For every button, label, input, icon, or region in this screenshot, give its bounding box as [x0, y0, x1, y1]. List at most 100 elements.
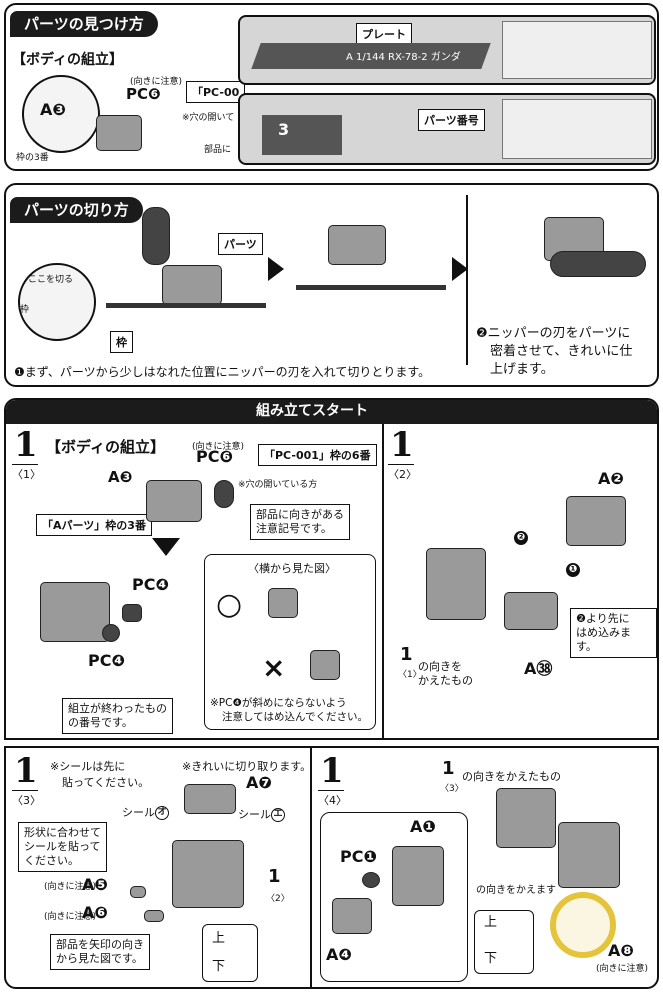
step-1-1-body-main	[40, 582, 110, 642]
shape-line-b: シールを貼って	[24, 840, 101, 853]
step-1-2-sub: 〈2〉	[388, 464, 417, 482]
sprue-number	[262, 115, 342, 155]
seal-first-a: ※シールは先に	[50, 760, 126, 773]
step-1-2-marker-1: ❶	[566, 562, 580, 577]
step-1-1-pc6: PC❻	[196, 447, 234, 466]
step-1-4-pc1: PC❶	[340, 847, 378, 866]
a6-note: (向きに注意)	[44, 912, 97, 922]
sprue-thumb-bottom	[502, 99, 652, 159]
section-title-find-parts: パーツの見つけ方	[10, 11, 158, 37]
side-view-ng-part	[310, 650, 340, 680]
body-assembly-label: 【ボディの組立】	[12, 52, 124, 68]
part-on-sprue-a	[162, 265, 222, 305]
caution-line-a: 部品に向きがある	[256, 508, 344, 521]
frame3-label: 枠の3番	[16, 153, 49, 163]
pc1-part	[362, 872, 380, 888]
a8-note: (向きに注意)	[596, 964, 649, 974]
nipper-finish	[550, 251, 646, 277]
step-1-3-a7: A❼	[246, 773, 272, 792]
ref-step-sub: 〈2〉	[266, 894, 290, 904]
seal-e-label: シールエ	[238, 808, 285, 822]
pc4-part-b	[102, 624, 120, 642]
buhin-note: 部品に	[204, 145, 232, 155]
side-view-title: 〈横から見た図〉	[248, 562, 336, 575]
caution-line-b: 注意記号です。	[256, 522, 332, 535]
step-1-2-a38: A㊳	[524, 659, 553, 678]
step-1-4-part-a1	[392, 846, 444, 906]
step-1-1-down-arrow	[152, 538, 180, 556]
step-1-3-body	[172, 840, 244, 908]
step-1-2-a2: A❷	[598, 469, 624, 488]
side-view-warning-a: ※PC❹が斜めにならないよう	[210, 697, 347, 709]
cut-step-2c: 上げます。	[490, 362, 554, 377]
step-1-4-part-a4	[332, 898, 372, 934]
view-line-a: 部品を矢印の向き	[56, 938, 144, 951]
shape-line-a: 形状に合わせて	[24, 826, 101, 839]
sprue-label-a: 枠	[20, 305, 30, 315]
cut-step-2b: 密着させて、きれいに仕	[490, 344, 633, 359]
step-1-1-hole-note: ※穴の開いている方	[238, 480, 318, 490]
body-part-thumb	[96, 115, 142, 151]
step-1-1-caution: 部品に向きがある 注意記号です。	[250, 504, 350, 540]
shape-line-c: ください。	[24, 854, 79, 867]
ref-step-num: 1	[268, 866, 281, 887]
ng-mark: ×	[262, 651, 286, 684]
cut-step-1: ❶まず、パーツから少しはなれた位置にニッパーの刃を入れて切りとります。	[14, 365, 431, 379]
arrow-right-b	[452, 257, 468, 281]
cut-step-2a: ❷ニッパーの刃をパーツに	[476, 326, 631, 341]
step-1-1-body-top	[146, 480, 202, 522]
down-label-2: 下	[484, 951, 498, 966]
first-line-b: はめ込みます。	[576, 626, 631, 653]
step-1-4-sub: 〈4〉	[318, 790, 347, 808]
nipper-tool	[142, 207, 170, 265]
step-1-4-body-final	[558, 822, 620, 888]
step-1-1-pc-frame: 「PC-001」枠の6番	[258, 444, 377, 466]
step-1-1-number: 1	[14, 425, 38, 465]
part-a5	[130, 886, 146, 898]
step-1-2-number: 1	[390, 425, 414, 465]
section-assembly: 組み立てスタート 1 〈1〉 【ボディの組立】 A❸ (向きに注意) PC❻ 「…	[4, 398, 659, 740]
down-label: 下	[212, 959, 226, 974]
assembly-divider	[382, 424, 384, 738]
step-1-2-marker-2: ❷	[514, 530, 528, 545]
shape-note: 形状に合わせて シールを貼って ください。	[18, 822, 107, 872]
plate-text: A 1/144 RX-78-2 ガンダ	[346, 52, 461, 63]
done-number-note: 組立が終わったもの の番号です。	[62, 698, 173, 734]
step-1-4-a1: A❶	[410, 817, 436, 836]
turn-ref-num: 1	[400, 644, 413, 665]
step-1-3-part-a7	[184, 784, 236, 814]
step-1-4-body-turned	[496, 788, 556, 848]
up-label-2: 上	[484, 915, 498, 930]
side-view-box	[204, 554, 376, 730]
parts-number-label: パーツ番号	[418, 109, 485, 131]
first-line-a: ❷より先に	[576, 612, 630, 625]
turn3-text: の向きをかえたもの	[462, 770, 561, 783]
step-1-3-a6: A❻	[82, 903, 108, 922]
step-1-1-sub: 〈1〉	[12, 464, 41, 482]
step-1-1-pc6-note: (向きに注意)	[192, 442, 245, 452]
ok-mark: ○	[216, 587, 243, 622]
view-note: 部品を矢印の向き から見た図です。	[50, 934, 150, 970]
assembly-header-title: 組み立てスタート	[256, 403, 368, 419]
turn-text-a: の向きを	[418, 660, 462, 673]
assembly2-divider	[310, 748, 312, 987]
done-line-a: 組立が終わったもの	[68, 702, 167, 715]
pc6-label: PC❻	[126, 85, 161, 103]
sprue-label-b: 枠	[110, 331, 133, 353]
side-view-ok-part	[268, 588, 298, 618]
pc-frame-label: 「PC-00	[186, 81, 246, 103]
pc4-part-a	[122, 604, 142, 622]
number-three: 3	[278, 120, 290, 139]
turn2-text: の向きをかえます	[476, 885, 556, 896]
pc6-direction-note: (向きに注意)	[130, 77, 183, 87]
parts-label: パーツ	[218, 233, 263, 255]
part-a6	[144, 910, 164, 922]
step-1-1-a-frame: 「Aパーツ」枠の3番	[36, 514, 152, 536]
step-1-1-title: 【ボディの組立】	[46, 438, 165, 456]
sprue-line-b	[296, 285, 446, 290]
side-view-warning-b: 注意してはめ込んでください。	[222, 711, 368, 723]
part-on-sprue-b	[328, 225, 386, 265]
a5-note: (向きに注意)	[44, 882, 97, 892]
sprue-line-a	[106, 303, 266, 308]
section-assembly-2: 1 〈3〉 ※シールは先に 貼ってください。 ※きれいに切り取ります。 A❼ シ…	[4, 746, 659, 989]
